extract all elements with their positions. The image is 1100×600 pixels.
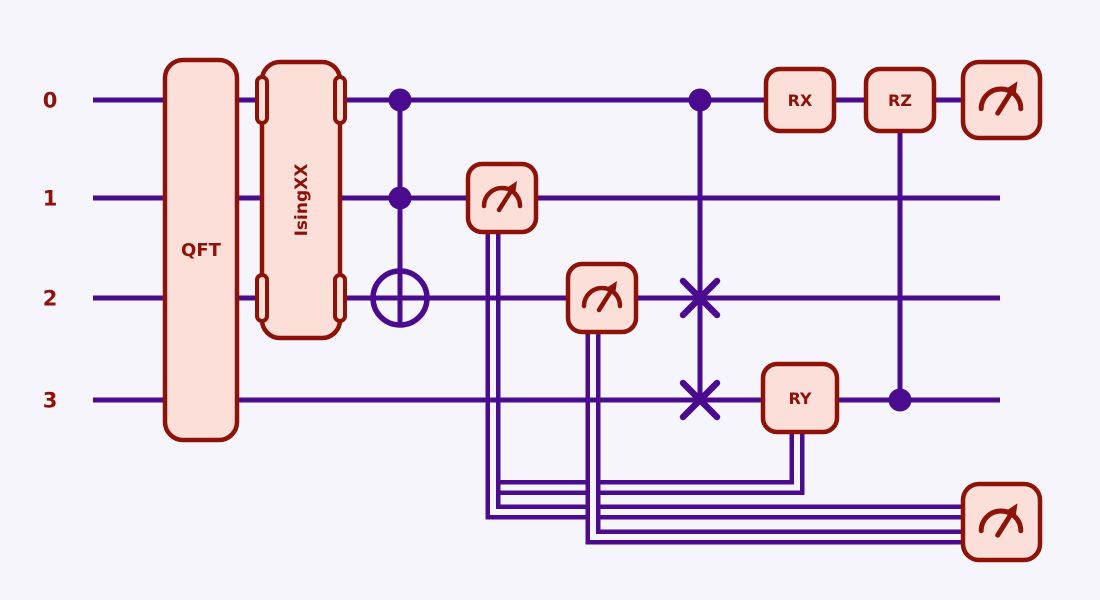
cswap-gate — [679, 88, 721, 421]
rz-gate: RZ — [863, 66, 937, 412]
isingxx-tab-left-wire2 — [255, 273, 269, 323]
ccnot-target-icon — [370, 268, 430, 328]
wire-label-0: 0 — [43, 89, 58, 113]
wire-label-2: 2 — [43, 287, 58, 311]
wire-label-3: 3 — [43, 389, 58, 413]
mid-measure-1 — [465, 161, 539, 235]
rx-gate-label: RX — [788, 91, 813, 110]
rx-gate: RX — [763, 66, 837, 134]
rz-control-dot-wire3 — [888, 388, 912, 412]
mid-measure-2 — [565, 261, 639, 335]
ccnot-control-dot-wire1 — [388, 186, 412, 210]
swap-x-icon-wire3 — [679, 379, 721, 421]
ry-gate: RY — [760, 361, 840, 435]
ccnot-control-dot-wire0 — [388, 88, 412, 112]
qft-gate-label: QFT — [181, 240, 222, 261]
rz-gate-label: RZ — [888, 91, 912, 110]
cswap-control-dot-wire0 — [688, 88, 712, 112]
wire-label-1: 1 — [43, 187, 58, 211]
classical-wire-branch-to-ry — [493, 430, 805, 495]
isingxx-tab-right-wire0 — [333, 75, 347, 125]
isingxx-gate-label: IsingXX — [292, 164, 312, 237]
ccnot-gate — [370, 88, 430, 328]
isingxx-tab-right-wire2 — [333, 273, 347, 323]
qft-gate: QFT — [162, 57, 240, 443]
isingxx-tab-left-wire0 — [255, 75, 269, 125]
ry-gate-label: RY — [788, 389, 811, 408]
final-measure-classical — [960, 481, 1043, 563]
final-measure-wire0 — [960, 59, 1043, 141]
classical-wire-measure1 — [485, 230, 968, 520]
swap-x-icon-wire2 — [679, 277, 721, 319]
isingxx-gate: IsingXX — [255, 59, 347, 341]
